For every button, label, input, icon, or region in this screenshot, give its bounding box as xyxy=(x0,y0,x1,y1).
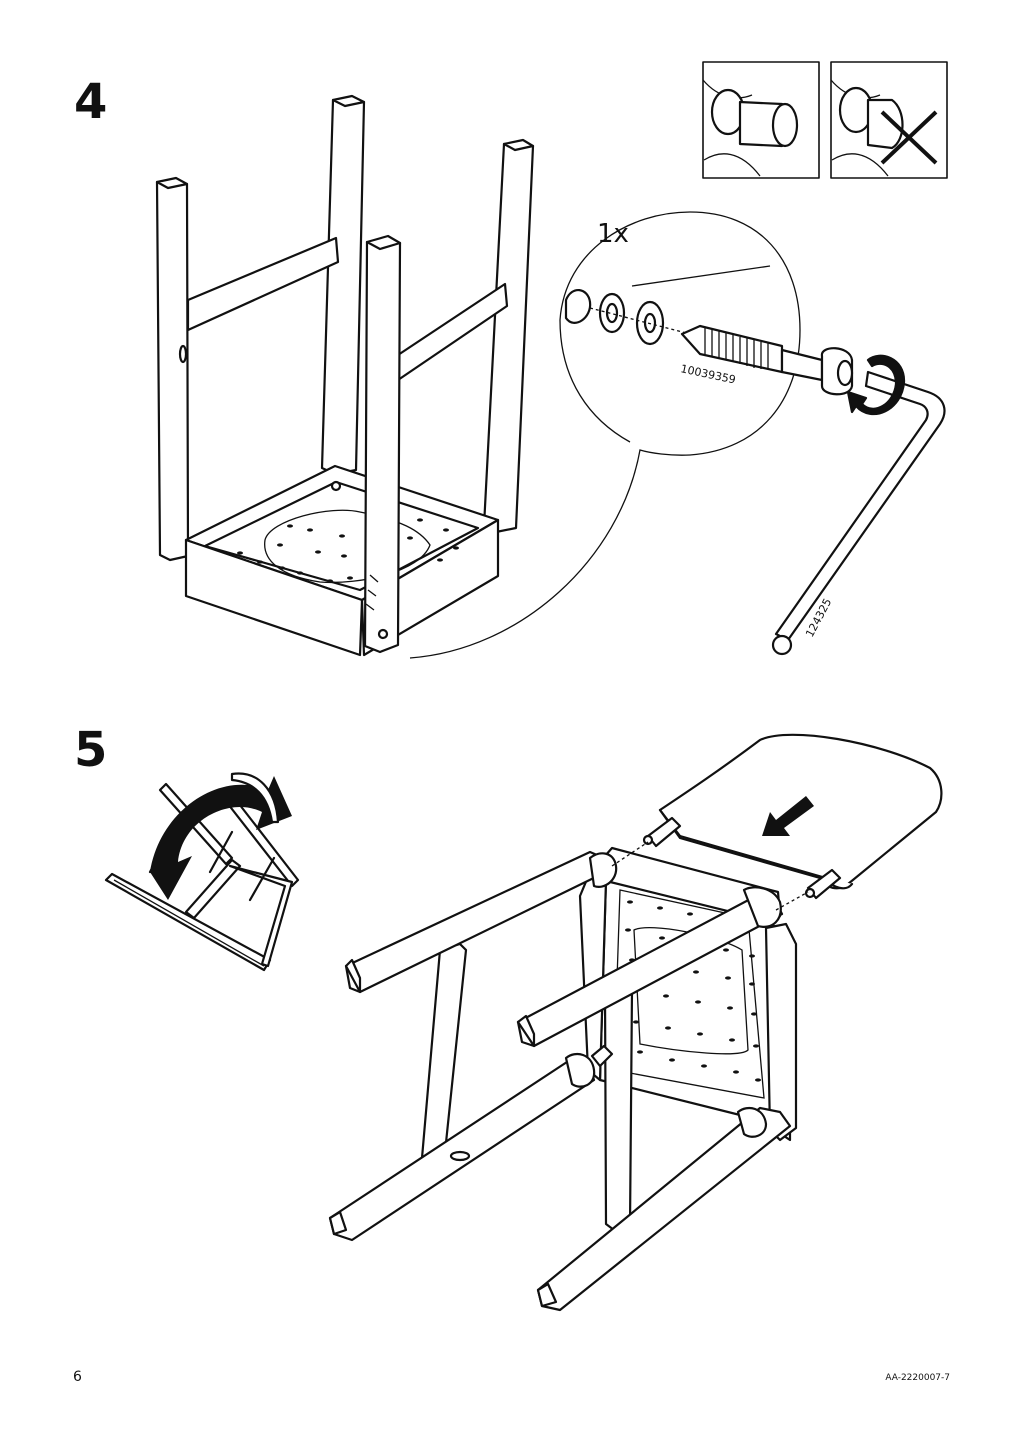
screw-part-number: 10039359 xyxy=(679,362,736,386)
step-4-upside-down-chair xyxy=(157,96,533,655)
document-code: AA-2220007-7 xyxy=(885,1373,950,1383)
allen-key: 124325 xyxy=(773,372,944,654)
rotate-clockwise-icon xyxy=(848,356,904,414)
step-5-number: 5 xyxy=(74,722,108,778)
step-4-number: 4 xyxy=(74,74,108,130)
step-4-detail-callout: 1x 10039359 xyxy=(410,212,852,658)
step-5-upside-down-chair xyxy=(330,848,796,1310)
incorrect-fitting-box xyxy=(831,62,947,178)
cross-icon xyxy=(882,112,936,163)
page-number: 6 xyxy=(73,1369,82,1385)
flip-over-arrow-icon xyxy=(150,773,292,900)
insert-down-arrow-icon xyxy=(762,796,814,836)
quantity-label: 1x xyxy=(597,219,629,249)
correct-fitting-box xyxy=(703,62,819,178)
